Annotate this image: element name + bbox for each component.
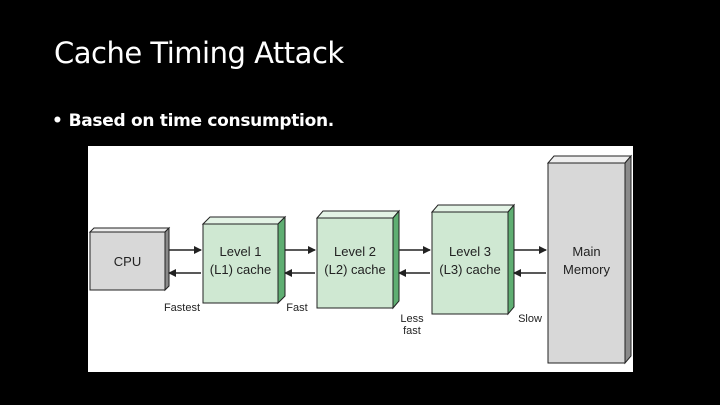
l1-cache-face bbox=[202, 223, 279, 304]
memory-hierarchy-figure: CPU Level 1 (L1) cache Level 2 (L2) cach… bbox=[88, 146, 633, 372]
speed-label-slow: Slow bbox=[518, 313, 542, 325]
main-memory-top bbox=[546, 155, 633, 164]
l2-label-line1: Level 2 bbox=[334, 244, 376, 259]
speed-label-fast: Fast bbox=[286, 302, 307, 314]
cpu-box-side bbox=[164, 226, 170, 292]
l1-cache-top bbox=[201, 216, 287, 225]
l2-cache-top bbox=[315, 210, 401, 219]
speed-label-less-fast-line1: Less bbox=[400, 313, 424, 325]
l1-label-line1: Level 1 bbox=[220, 244, 262, 259]
memory-label-line1: Main bbox=[572, 244, 600, 259]
bullet-text: Based on time consumption. bbox=[68, 111, 335, 131]
speed-label-less-fast-line2: fast bbox=[403, 325, 421, 337]
cpu-label: CPU bbox=[114, 254, 141, 269]
memory-hierarchy-diagram: CPU Level 1 (L1) cache Level 2 (L2) cach… bbox=[88, 154, 633, 365]
l3-cache-face bbox=[431, 211, 509, 315]
l1-cache-box: Level 1 (L1) cache bbox=[201, 215, 287, 305]
memory-label-line2: Memory bbox=[563, 262, 610, 277]
l3-cache-box: Level 3 (L3) cache bbox=[430, 203, 516, 316]
speed-label-fastest: Fastest bbox=[164, 302, 200, 314]
cpu-box-top bbox=[88, 227, 171, 233]
l3-cache-top bbox=[430, 204, 516, 213]
l3-cache-side bbox=[507, 203, 515, 316]
main-memory-face bbox=[547, 162, 626, 364]
cpu-box-face bbox=[89, 231, 166, 291]
main-memory-box: Main Memory bbox=[546, 154, 633, 365]
l3-label-line2: (L3) cache bbox=[439, 262, 500, 277]
l1-label-line2: (L1) cache bbox=[210, 262, 271, 277]
l1-cache-side bbox=[277, 215, 286, 305]
l2-cache-face bbox=[316, 217, 394, 309]
l2-label-line2: (L2) cache bbox=[324, 262, 385, 277]
slide-title: Cache Timing Attack bbox=[54, 36, 344, 70]
main-memory-side bbox=[624, 154, 632, 365]
cpu-box: CPU bbox=[88, 226, 171, 292]
bullet-symbol: • bbox=[52, 111, 63, 131]
l2-cache-box: Level 2 (L2) cache bbox=[315, 209, 401, 310]
l3-label-line1: Level 3 bbox=[449, 244, 491, 259]
bullet-item: •Based on time consumption. bbox=[52, 111, 334, 131]
l2-cache-side bbox=[392, 209, 400, 310]
